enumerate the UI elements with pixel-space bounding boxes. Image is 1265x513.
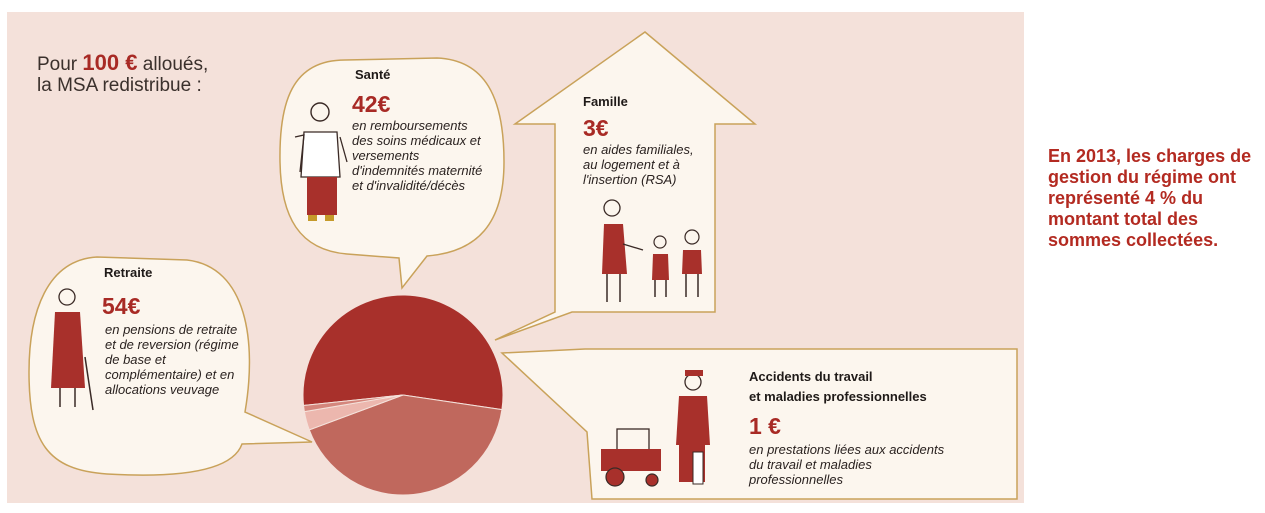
intro-amount: 100 € (82, 50, 138, 75)
label-retraite: Retraite (104, 265, 153, 280)
infographic-scene (28, 31, 1018, 500)
doctor-icon (294, 102, 348, 221)
amount-sante: 42€ (352, 91, 391, 117)
elderly-woman-icon (51, 288, 94, 411)
family-icon (602, 199, 702, 302)
infographic-panel: Pour 100 € alloués, la MSA redistribue :… (7, 12, 1024, 503)
pie-slice-3 (302, 394, 404, 413)
description-famille: en aides familiales, au logement et à l'… (583, 142, 694, 187)
intro-suffix: alloués, (142, 54, 209, 75)
amount-accidents: 1 € (749, 413, 781, 439)
description-retraite: en pensions de retraite et de reversion … (105, 322, 239, 397)
callout-retraite (28, 256, 313, 476)
worker-icon (676, 370, 710, 485)
label-accidents-line2: et maladies professionnelles (749, 389, 927, 404)
pie-slice-1 (308, 394, 503, 496)
amount-famille: 3€ (583, 115, 609, 141)
amount-retraite: 54€ (102, 293, 141, 319)
label-famille: Famille (583, 94, 628, 109)
pie-chart (302, 294, 504, 496)
intro-prefix: Pour (37, 54, 78, 75)
label-sante: Santé (355, 67, 391, 82)
pie-slice-0 (302, 294, 504, 411)
label-accidents-line1: Accidents du travail (749, 369, 873, 384)
description-sante: en remboursements des soins médicaux et … (352, 118, 483, 193)
callout-sante (279, 57, 505, 290)
tractor-icon (601, 428, 661, 487)
description-accidents: en prestations liées aux accidents du tr… (749, 442, 945, 487)
intro-text: Pour 100 € alloués, la MSA redistribue : (37, 50, 209, 97)
side-note: En 2013, les charges de gestion du régim… (1048, 146, 1252, 250)
intro-line2: la MSA redistribue : (37, 75, 202, 96)
